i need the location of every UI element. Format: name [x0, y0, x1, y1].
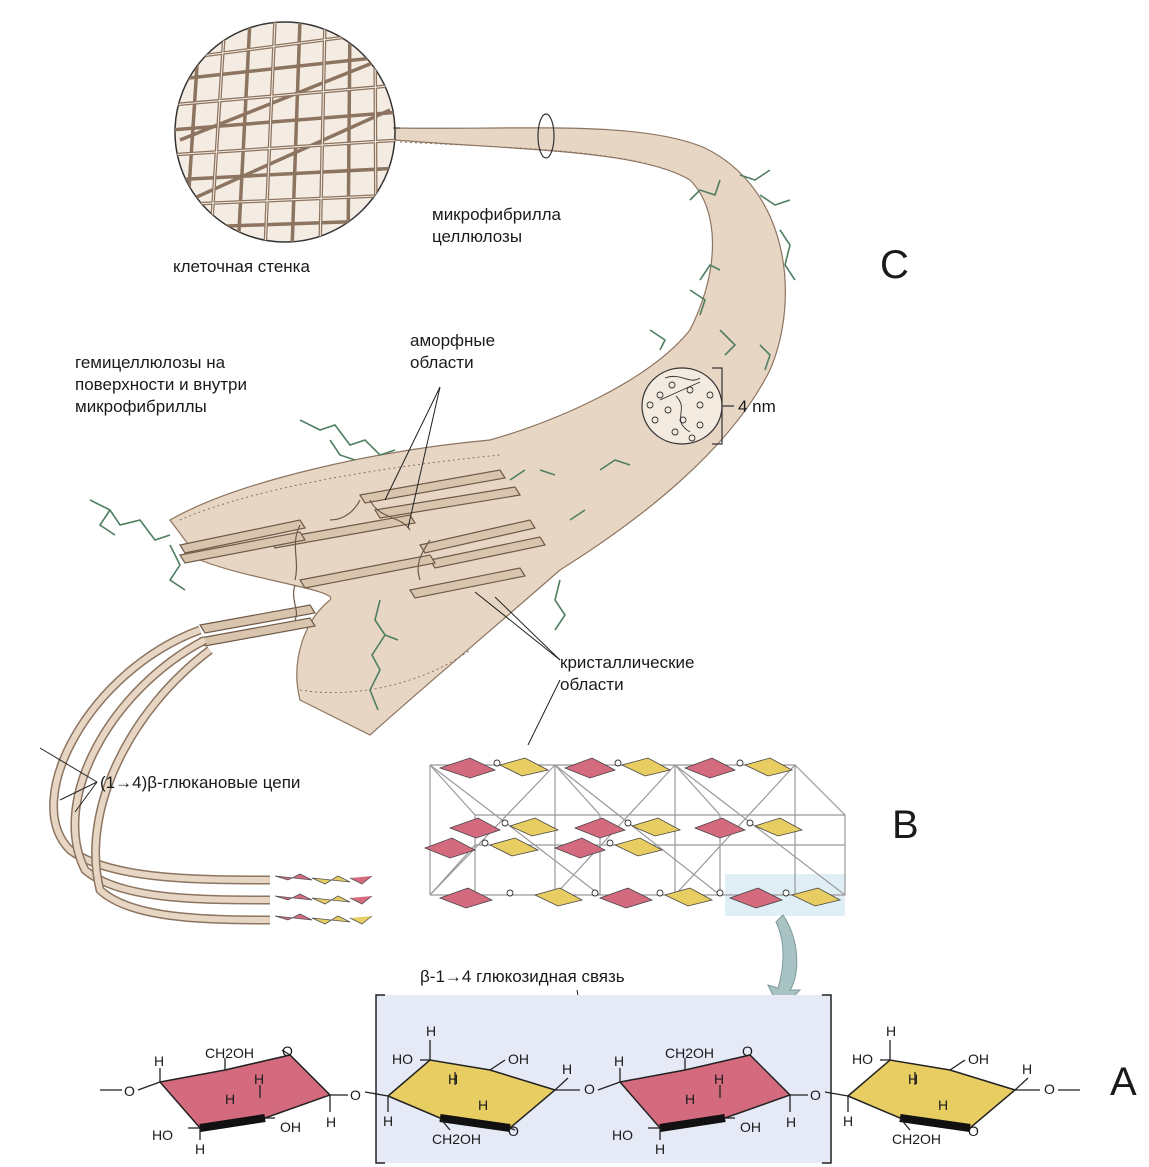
atom-h: H	[478, 1098, 488, 1112]
atom-o: O	[124, 1084, 135, 1098]
fibril-cross-section	[642, 368, 722, 444]
crystal-lattice	[425, 758, 845, 916]
atom-oh: OH	[508, 1052, 529, 1066]
atom-o: O	[282, 1044, 293, 1058]
atom-o: O	[508, 1124, 519, 1138]
atom-oh: OH	[968, 1052, 989, 1066]
atom-h: H	[426, 1024, 436, 1038]
atom-ch2oh: CH2OH	[892, 1132, 941, 1146]
amorphous-regions-label: аморфные области	[410, 330, 495, 374]
atom-h: H	[154, 1054, 164, 1068]
atom-o: O	[810, 1088, 821, 1102]
atom-h: H	[254, 1072, 264, 1086]
atom-ho: HO	[152, 1128, 173, 1142]
crystalline-regions-label: кристаллические области	[560, 652, 694, 696]
atom-o: O	[1044, 1082, 1055, 1096]
atom-h: H	[908, 1072, 918, 1086]
panel-c-label: C	[880, 245, 909, 285]
atom-ch2oh: CH2OH	[432, 1132, 481, 1146]
microfibril-label: микрофибрилла целлюлозы	[432, 204, 561, 248]
atom-h: H	[448, 1072, 458, 1086]
panel-a-label: A	[1110, 1062, 1137, 1102]
atom-h: H	[843, 1114, 853, 1128]
atom-ch2oh: CH2OH	[205, 1046, 254, 1060]
panel-b-label: B	[892, 805, 919, 845]
glycosidic-bond-label: β-1→4 глюкозидная связь	[420, 966, 625, 988]
chain-end-glucose-units	[275, 874, 372, 924]
atom-oh: OH	[740, 1120, 761, 1134]
atom-h: H	[714, 1072, 724, 1086]
atom-h: H	[886, 1024, 896, 1038]
atom-h: H	[786, 1115, 796, 1129]
atom-h: H	[685, 1092, 695, 1106]
atom-o: O	[968, 1124, 979, 1138]
atom-h: H	[195, 1142, 205, 1156]
atom-h: H	[938, 1098, 948, 1112]
atom-ho: HO	[392, 1052, 413, 1066]
glucan-chains-label: (1→4)β-глюкановые цепи	[100, 772, 300, 794]
cell-wall-label: клеточная стенка	[173, 256, 310, 278]
atom-h: H	[655, 1142, 665, 1156]
atom-h: H	[225, 1092, 235, 1106]
atom-h: H	[1022, 1062, 1032, 1076]
atom-h: H	[383, 1114, 393, 1128]
hemicellulose-label: гемицеллюлозы на поверхности и внутри ми…	[75, 352, 247, 418]
atom-o: O	[742, 1044, 753, 1058]
atom-h: H	[562, 1062, 572, 1076]
glucose-ring-4	[848, 1060, 1015, 1128]
glucose-ring-1	[160, 1055, 330, 1128]
atom-ho: HO	[612, 1128, 633, 1142]
cell-wall-circle	[170, 20, 400, 250]
atom-o: O	[584, 1082, 595, 1096]
fibril-size-label: 4 nm	[738, 396, 776, 418]
atom-oh: OH	[280, 1120, 301, 1134]
atom-o: O	[350, 1088, 361, 1102]
atom-ho: HO	[852, 1052, 873, 1066]
atom-h: H	[326, 1115, 336, 1129]
atom-ch2oh: CH2OH	[665, 1046, 714, 1060]
atom-h: H	[614, 1054, 624, 1068]
